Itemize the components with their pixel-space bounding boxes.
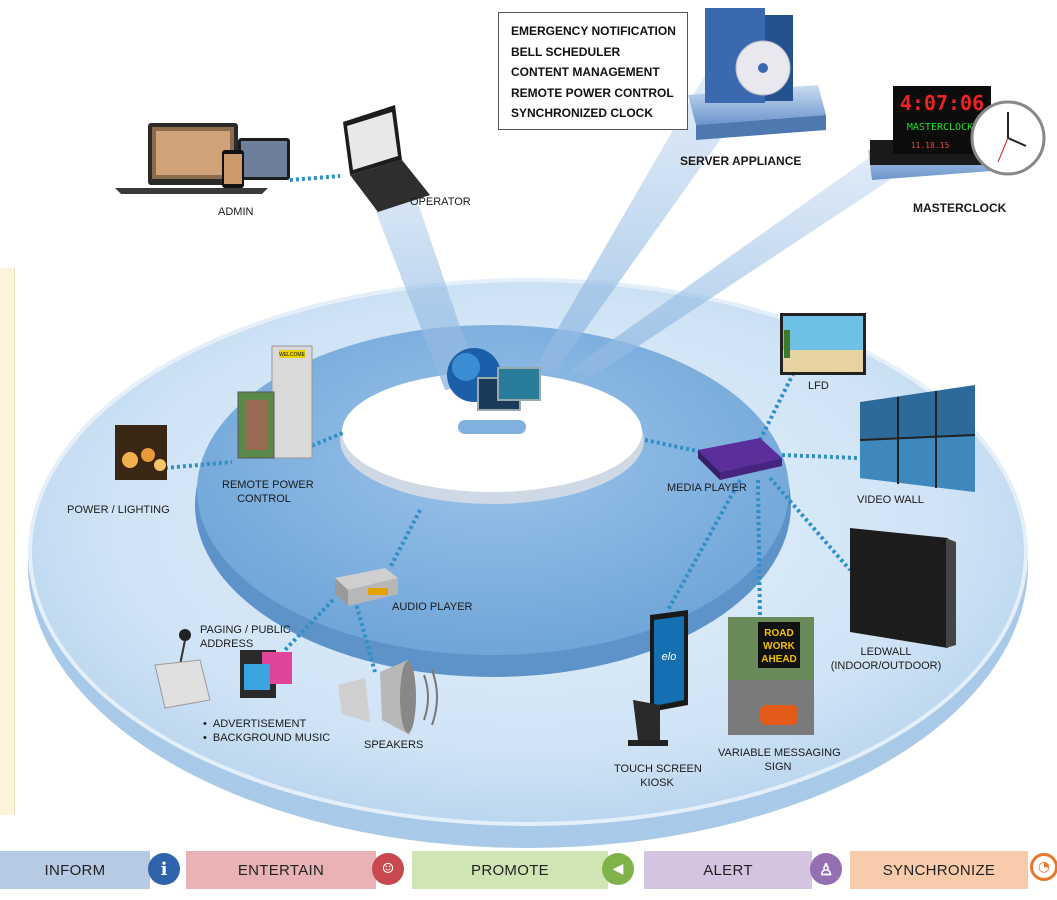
service-item: EMERGENCY NOTIFICATION — [511, 24, 676, 38]
remote-power-control-icon: WELCOME — [237, 345, 313, 459]
paging-label-line1: PAGING / PUBLIC — [200, 624, 291, 636]
clock-date: 11.18.15 — [911, 141, 950, 150]
ledwall-label-line2: (INDOOR/OUTDOOR) — [830, 660, 942, 672]
clock-brand: MASTERCLOCK — [907, 122, 973, 133]
promote-bar: PROMOTE ◀ — [412, 851, 636, 889]
media-bullet-list: ADVERTISEMENT BACKGROUND MUSIC — [203, 717, 330, 745]
operator-laptop-icon — [343, 105, 430, 212]
entertain-bar: ENTERTAIN ☺ — [186, 851, 404, 889]
megaphone-icon: ◀ — [602, 853, 634, 885]
left-side-panel — [0, 268, 15, 815]
vms-label-line2: SIGN — [764, 761, 792, 773]
lfd-display-icon — [780, 313, 866, 375]
synchronize-label: SYNCHRONIZE — [850, 851, 1028, 889]
speakers-icon — [338, 660, 438, 735]
clock-time: 4:07:06 — [900, 91, 984, 115]
service-item: SYNCHRONIZED CLOCK — [511, 106, 654, 120]
admin-label: ADMIN — [218, 206, 254, 218]
server-beam — [535, 75, 745, 372]
paging-label-line2: ADDRESS — [200, 638, 254, 650]
alert-label: ALERT — [644, 851, 812, 889]
masterclock-beam — [570, 150, 905, 378]
connection-lines — [164, 174, 859, 673]
inform-label: INFORM — [0, 851, 150, 889]
media-music-icon — [240, 650, 292, 698]
paging-microphone-icon — [154, 629, 211, 709]
road-sign-line-1: ROAD — [764, 628, 793, 639]
audio-player-label: AUDIO PLAYER — [392, 601, 473, 613]
synchronize-bar: SYNCHRONIZE ◔ — [850, 851, 1057, 889]
speakers-label: SPEAKERS — [364, 739, 424, 751]
admin-devices-icon — [115, 123, 290, 194]
kiosk-brand: elo — [662, 651, 677, 663]
road-sign-line-3: AHEAD — [761, 654, 797, 665]
variable-message-sign-icon: ROAD WORK AHEAD — [728, 617, 814, 735]
touch-kiosk-label-line1: TOUCH SCREEN — [614, 763, 702, 775]
masterclock-label: MASTERCLOCK — [913, 201, 1007, 215]
alert-bar: ALERT ♙ — [644, 851, 842, 889]
video-wall-icon — [859, 385, 976, 492]
lighting-bulbs-icon — [115, 425, 167, 480]
media-bullet: BACKGROUND MUSIC — [203, 731, 330, 745]
service-item: BELL SCHEDULER — [511, 44, 621, 59]
operator-label: OPERATOR — [410, 196, 471, 208]
service-item: REMOTE POWER CONTROL — [511, 85, 674, 100]
alarm-bell-icon: ♙ — [810, 853, 842, 885]
service-item: CONTENT MANAGEMENT — [511, 65, 660, 79]
touch-kiosk-label-line2: KIOSK — [640, 777, 674, 789]
server-appliance-icon — [688, 8, 826, 140]
remote-power-label-line1: REMOTE POWER — [222, 479, 314, 491]
theater-masks-icon: ☺ — [372, 853, 404, 885]
clock-icon: ◔ — [1030, 853, 1057, 881]
touch-kiosk-icon: elo — [628, 610, 688, 746]
lfd-label: LFD — [808, 380, 829, 392]
ledwall-icon — [850, 528, 956, 648]
audio-player-icon — [335, 568, 398, 606]
inform-bar: INFORM i — [0, 851, 180, 889]
road-sign-line-2: WORK — [763, 641, 795, 652]
remote-panel-tag: WELCOME — [279, 352, 306, 358]
ledwall-label-line1: LEDWALL — [860, 646, 912, 658]
server-appliance-label: SERVER APPLIANCE — [680, 154, 802, 168]
remote-power-label-line2: CONTROL — [237, 493, 291, 505]
services-list: EMERGENCY NOTIFICATION BELL SCHEDULER CO… — [498, 12, 688, 130]
entertain-label: ENTERTAIN — [186, 851, 376, 889]
media-player-icon — [698, 438, 782, 480]
promote-label: PROMOTE — [412, 851, 608, 889]
media-player-label: MEDIA PLAYER — [667, 482, 747, 494]
video-wall-label: VIDEO WALL — [857, 494, 924, 506]
masterclock-icon: 4:07:06 MASTERCLOCK 11.18.15 — [868, 86, 1046, 180]
info-icon: i — [148, 853, 180, 885]
network-hub-icon — [447, 348, 541, 434]
vms-label-line1: VARIABLE MESSAGING — [718, 747, 841, 759]
power-lighting-label: POWER / LIGHTING — [67, 504, 170, 516]
media-bullet: ADVERTISEMENT — [203, 717, 330, 731]
